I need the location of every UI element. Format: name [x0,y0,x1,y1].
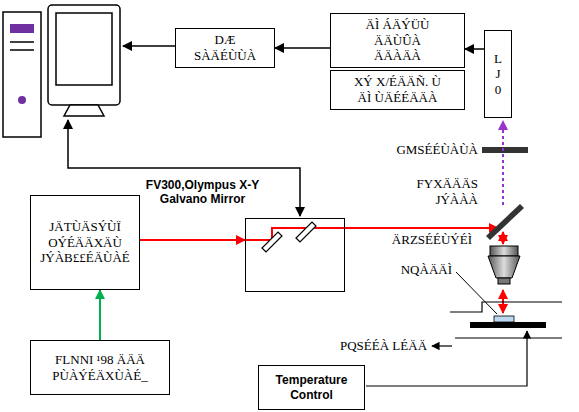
connector-arrow [275,47,330,49]
connector-arrow [99,290,101,340]
process-box: XÝ X/ÉÄÄÑ. Ù ÄÌ ÙÄÉÉÄÄÀ [330,70,465,110]
part-label: GMSÉÉÙÀÙÀ [396,142,478,158]
leader-line [456,272,497,314]
laser-box: FLNNI ¹98 ÄÄÄ PÙÀÝÉÄXÙÀÉ_ [30,340,170,395]
control-box: Temperature Control [258,365,365,410]
galvano-box: FV300,Olympus X-Y Galvano Mirror [140,178,345,292]
process-box: DÆ SÀÄÉÙÙÀ [175,28,275,68]
part-label: FYXÄÄÄS JÝÀÀÀ [398,176,478,207]
node-text: ÄÌ ÁÄÝÜÙ ÄÄÙÛÀ ÄÄÀÄÀ [350,17,445,64]
galvano-mirror [262,232,282,252]
filter [482,147,528,153]
node-text: DÆ SÀÄÉÙÙÀ [190,32,260,63]
node-text: FLNNI ¹98 ÄÄÄ PÙÀÝÉÄXÙÀÉ_ [48,352,153,383]
connector-arrow [465,48,484,50]
fluorescence-path [502,121,504,205]
sample-stage [450,302,562,338]
node-text: Temperature Control [269,373,354,402]
computer-icon [3,5,120,137]
laser-box: JÄTÙÄSÝÙÏ OÝÉÄÄXÄÙ JÝÀB££ÉÄÙÀÉ [30,195,140,290]
connector-arrow [140,239,245,241]
node-text: L J 0 [491,51,505,98]
part-label: PQSÉÉÀ LÉÄÄ [340,338,427,354]
dichroic-mirror [486,204,524,240]
detector-box: L J 0 [484,30,512,118]
part-label: ÄRZSÉÉÙÝÉÌ [392,232,472,248]
node-text: XÝ X/ÉÄÄÑ. Ù ÄÌ ÙÄÉÉÄÄÀ [348,74,448,105]
node-text: FV300,Olympus X-Y Galvano Mirror [140,178,265,207]
process-box: ÄÌ ÁÄÝÜÙ ÄÄÙÛÀ ÄÄÀÄÀ [330,13,465,68]
objective-lens [488,246,520,284]
part-label: NQÀÄÄÌ [401,262,452,278]
galvano-mirror [296,222,316,242]
signal-arrow [123,45,175,47]
flow-arrow [432,345,452,346]
mirror-housing [245,218,345,292]
laser-beam [502,232,504,244]
node-text: JÄTÙÄSÝÙÏ OÝÉÄÄXÄÙ JÝÀB££ÉÄÙÀÉ [35,219,135,266]
